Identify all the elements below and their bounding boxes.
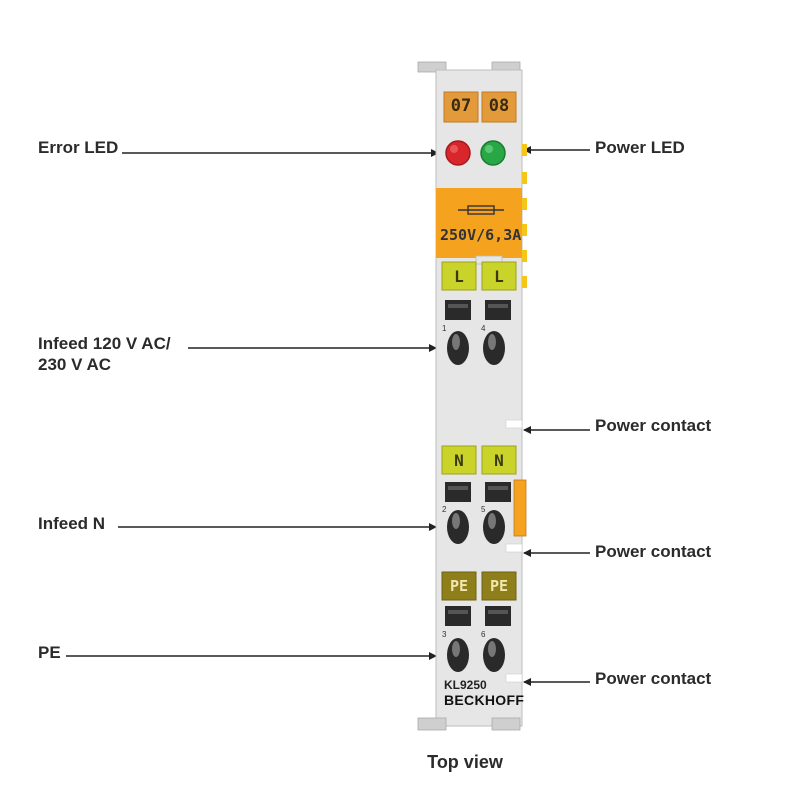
channel-label-a-text: 07 (450, 96, 472, 116)
pin-number: 5 (481, 505, 486, 514)
callout-infeed-ac-line1: Infeed 120 V AC/ (38, 334, 171, 353)
terminal-l-a (441, 261, 477, 291)
terminal-l-a-text: L (454, 267, 464, 286)
power-led-icon (480, 140, 506, 166)
pin-number: 2 (442, 505, 447, 514)
terminal-l-b-text: L (494, 267, 504, 286)
model-number: KL9250 (444, 678, 487, 692)
terminal-pe-b (481, 571, 517, 601)
module-body (435, 69, 523, 727)
pin-number: 3 (442, 630, 447, 639)
callout-power-contact-2: Power contact (595, 542, 712, 561)
terminal-n-a-text: N (454, 451, 464, 470)
callout-infeed-ac-line2: 230 V AC (38, 355, 112, 374)
figure-caption: Top view (427, 752, 503, 772)
terminal-n-a (441, 445, 477, 475)
callout-power-contact-3: Power contact (595, 669, 712, 688)
fuse-rating: 250V/6,3A (440, 226, 522, 244)
callout-pe: PE (38, 643, 61, 662)
pin-number: 4 (481, 324, 486, 333)
terminal-pe-a (441, 571, 477, 601)
callout-infeed-n: Infeed N (38, 514, 106, 533)
pin-number: 6 (481, 630, 486, 639)
brand-logo: BECKHOFF (444, 692, 525, 708)
error-led-icon (445, 140, 471, 166)
channel-label-b (481, 91, 517, 123)
callout-power-led: Power LED (595, 138, 685, 157)
fuse-panel (436, 188, 522, 258)
terminal-l-b (481, 261, 517, 291)
terminal-pe-a-text: PE (449, 577, 469, 595)
channel-label-a (443, 91, 479, 123)
terminal-pe-b-text: PE (489, 577, 509, 595)
callout-error-led: Error LED (38, 138, 119, 157)
terminal-n-b-text: N (494, 451, 504, 470)
terminal-n-b (481, 445, 517, 475)
pin-number: 1 (442, 324, 447, 333)
channel-label-b-text: 08 (488, 96, 510, 116)
callout-power-contact-1: Power contact (595, 416, 712, 435)
